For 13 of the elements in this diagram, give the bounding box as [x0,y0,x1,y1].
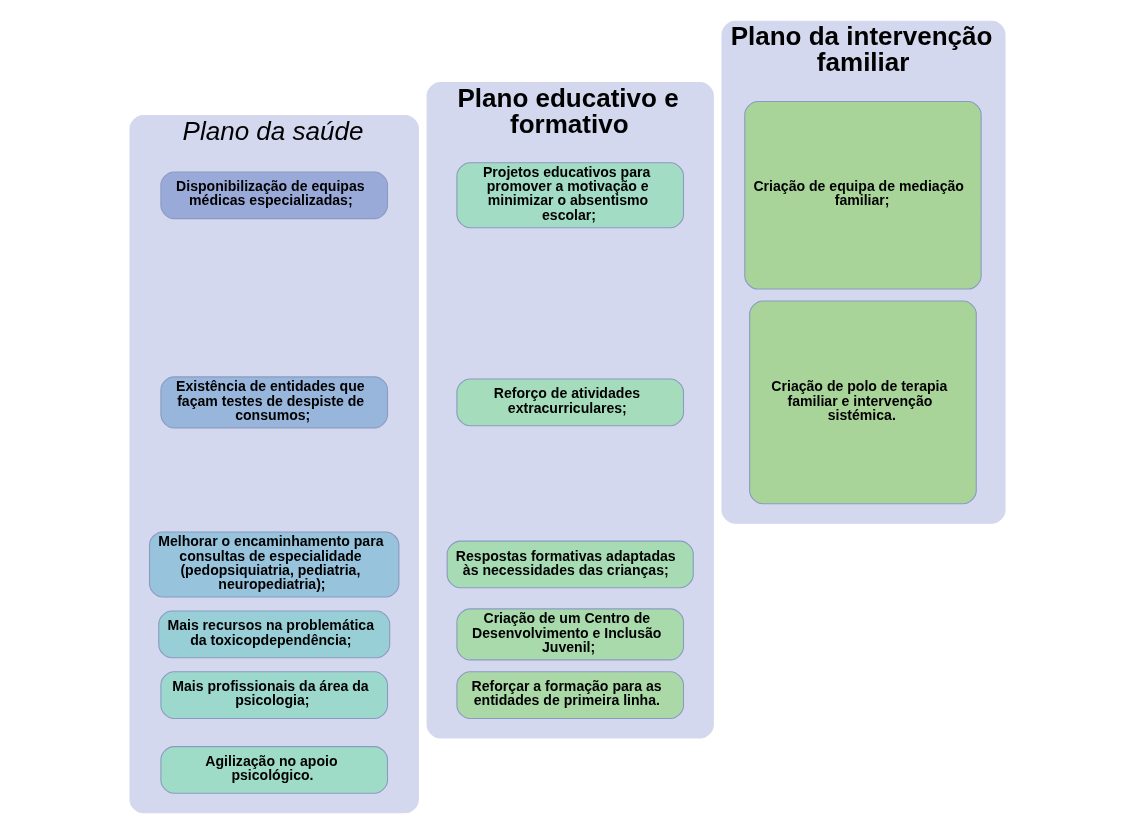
node-box: Melhorar o encaminhamento para consultas de especialidade (pedopsiquiatria, pediatria, neuropediatria); [148,531,399,598]
node-box: Disponibilização de equipas médicas especializadas; [159,171,388,220]
node-box: Respostas formativas adaptadas às necessidades das crianças; [446,540,694,589]
node-box: Agilização no apoio psicológico. [159,746,388,794]
node-box: Reforçar a formação para as entidades de primeira linha. [455,671,684,719]
node-box: Mais profissionais da área da psicologia; [159,671,388,719]
node-box: Mais recursos na problemática da toxicopdependência; [157,610,390,659]
node-box: Criação de um Centro de Desenvolvimento e Inclusão Juvenil; [455,608,684,661]
node-box: Projetos educativos para promover a motivação e minimizar o absentismo escolar; [455,162,684,229]
node-box: Criação de equipa de mediação familiar; [743,100,982,290]
node-box: Reforço de atividades extracurriculares; [455,378,684,427]
node-box: Criação de polo de terapia familiar e intervenção sistémica. [748,300,977,505]
node-box: Existência de entidades que façam testes de despiste de consumos; [159,376,388,429]
